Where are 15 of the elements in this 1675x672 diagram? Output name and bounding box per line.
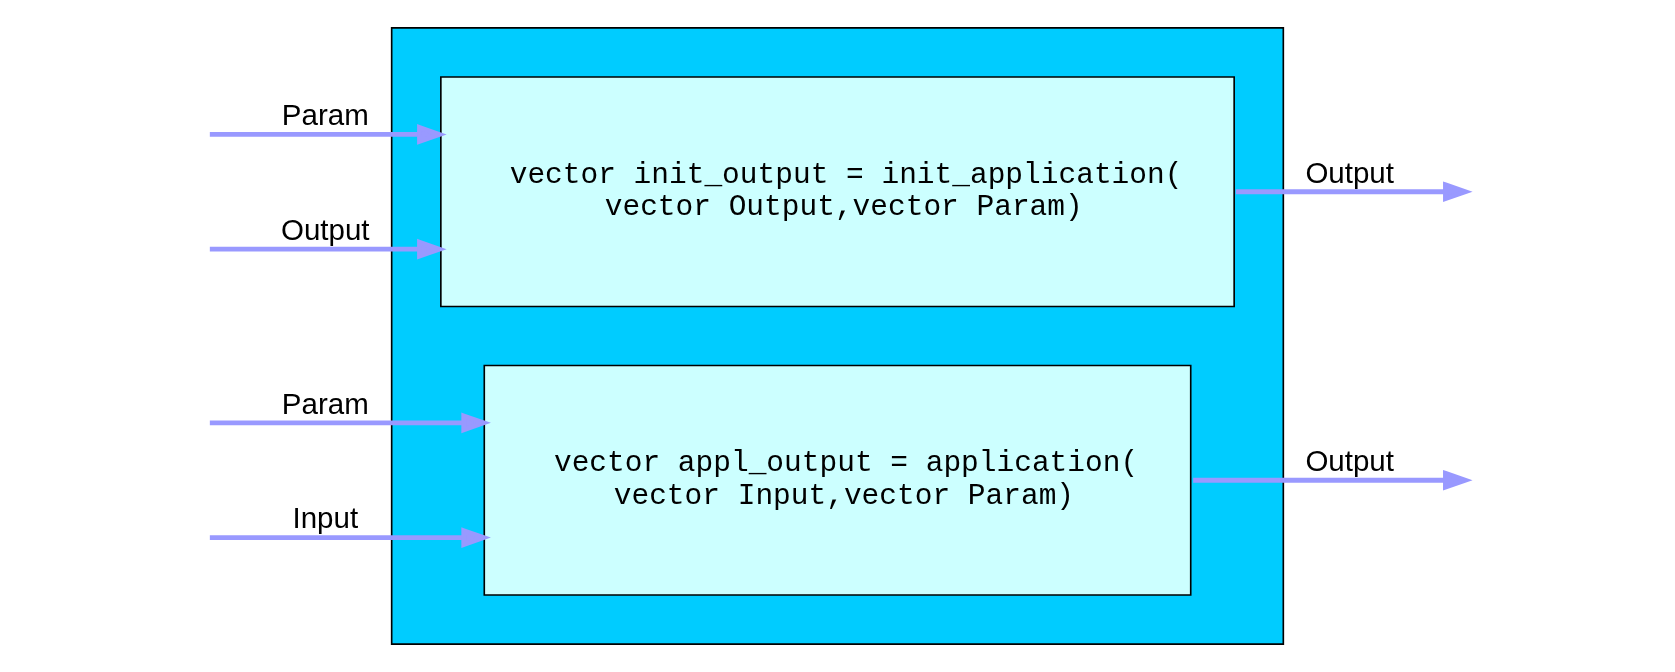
arrow: [1193, 469, 1473, 491]
edge-label: Input: [292, 501, 359, 535]
cluster: [390, 27, 1285, 645]
edge-label: Output: [1305, 155, 1394, 189]
edge-label: Output: [1305, 444, 1394, 478]
node-box: vector appl_output = application( vector Input,vector Param): [483, 364, 1192, 596]
arrow: [209, 527, 491, 548]
arrow: [1235, 181, 1473, 203]
arrow: [209, 124, 447, 145]
arrow: [209, 412, 491, 434]
node-box: vector init_output = init_application( vector Output,vector Param): [440, 76, 1235, 308]
edge-label: Param: [281, 386, 369, 420]
edge-label: Param: [281, 98, 369, 132]
arrow: [209, 238, 447, 260]
edge-label: Output: [281, 212, 370, 246]
